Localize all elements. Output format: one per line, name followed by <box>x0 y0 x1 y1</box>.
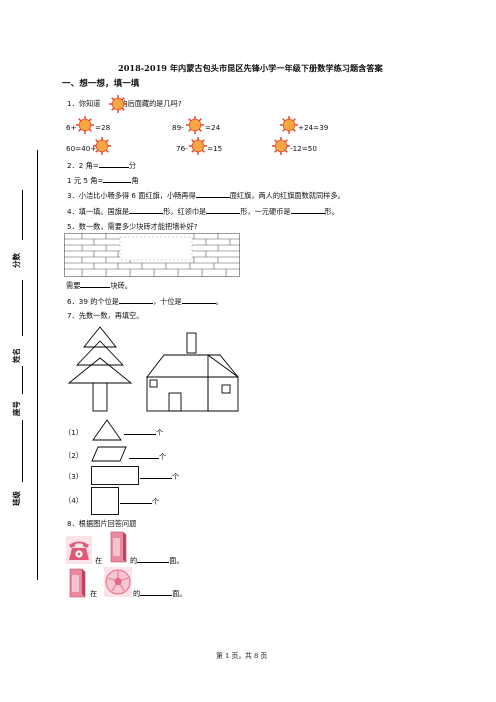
answer-blank[interactable] <box>195 191 230 198</box>
q7-row-4: （4） <box>64 496 83 505</box>
sun-icon <box>186 116 204 134</box>
side-label-score: 分数 <box>12 253 21 268</box>
box-icon <box>69 568 86 598</box>
side-label-seat: 座号 <box>12 401 21 416</box>
answer-blank[interactable] <box>124 428 156 435</box>
eq-1-suffix: =28 <box>95 123 111 132</box>
fill-line-seat <box>22 366 23 394</box>
q8-row2-b: 的面。 <box>133 589 187 598</box>
q7-row-3: （3） <box>64 472 83 481</box>
q2-line1: 2．2 角=分 <box>67 161 137 170</box>
answer-blank[interactable] <box>118 297 153 304</box>
square-icon <box>91 487 119 515</box>
answer-blank[interactable] <box>129 207 164 214</box>
page-title: 2018-2019 年内蒙古包头市昆区先锋小学一年级下册数学练习题含答案 <box>118 63 383 73</box>
side-label-name: 姓名 <box>12 348 21 363</box>
q7-row-2: （2） <box>64 451 83 460</box>
binding-line <box>37 150 38 580</box>
fill-line-class <box>22 420 23 482</box>
fill-line-score <box>22 190 23 240</box>
answer-blank[interactable] <box>140 589 173 596</box>
answer-blank[interactable] <box>120 497 152 504</box>
sun-icon <box>93 137 111 155</box>
sun-icon <box>109 95 127 113</box>
q8-row2-a: 在 <box>90 589 98 598</box>
answer-blank[interactable] <box>98 161 129 168</box>
eq-5-suffix: =15 <box>207 144 223 153</box>
answer-blank[interactable] <box>137 556 170 563</box>
q7-text: 7．先数一数，再填空。 <box>67 311 144 320</box>
football-icon <box>104 567 132 597</box>
q8-row1-b: 的面。 <box>130 556 184 565</box>
fill-line-name <box>22 280 23 336</box>
answer-blank[interactable] <box>181 297 216 304</box>
tree-figure <box>67 326 133 412</box>
sun-icon <box>189 137 207 155</box>
triangle-icon <box>92 419 122 441</box>
answer-blank[interactable] <box>80 281 111 288</box>
rectangle-icon <box>91 466 139 485</box>
sun-icon <box>76 116 94 134</box>
answer-blank[interactable] <box>290 207 325 214</box>
eq-6-suffix: -12=50 <box>290 144 317 153</box>
q5-text: 5．数一数，需要多少块砖才能把墙补好? <box>67 222 198 231</box>
eq-2-suffix: =24 <box>205 123 221 132</box>
house-figure <box>146 332 239 412</box>
q5-answer: 需要块砖。 <box>66 281 132 290</box>
sun-icon <box>272 137 290 155</box>
q2-line2: 1 元 5 角=角 <box>67 176 139 185</box>
answer-blank[interactable] <box>140 472 172 479</box>
eq-1-prefix: 6+ <box>66 123 77 132</box>
page-footer: 第 1 页，共 8 页 <box>216 652 268 660</box>
answer-blank[interactable] <box>103 176 132 183</box>
sun-icon <box>280 116 298 134</box>
parallelogram-icon <box>91 446 127 462</box>
q8-text: 8．根据图片回答问题 <box>67 519 137 528</box>
telephone-icon <box>66 536 92 564</box>
eq-3-suffix: +24=39 <box>298 123 329 132</box>
q3-text: 3．小洁比小畅多得 6 面红旗，小畅再得面红旗，两人的红旗面数就同样多。 <box>67 191 345 200</box>
q4-text: 4．填一填。国旗是形，红领巾是形，一元硬币是形。 <box>67 207 339 216</box>
side-label-class: 班级 <box>12 491 21 506</box>
answer-blank[interactable] <box>129 452 159 459</box>
q8-row1-a: 在 <box>95 556 103 565</box>
eq-2-prefix: 89- <box>172 123 184 132</box>
q1-text: 1．你知道的后面藏的是几吗? <box>67 99 182 108</box>
box-icon <box>110 531 127 563</box>
answer-blank[interactable] <box>206 207 241 214</box>
eq-5-prefix: 76- <box>176 144 188 153</box>
eq-4-prefix: 60=40+ <box>66 144 97 153</box>
section-heading: 一、想一想，填一填 <box>62 79 140 89</box>
q6-text: 6．39 的个位是，十位是。 <box>67 297 223 306</box>
brick-wall <box>64 233 240 277</box>
q7-row-1: （1） <box>64 428 83 437</box>
